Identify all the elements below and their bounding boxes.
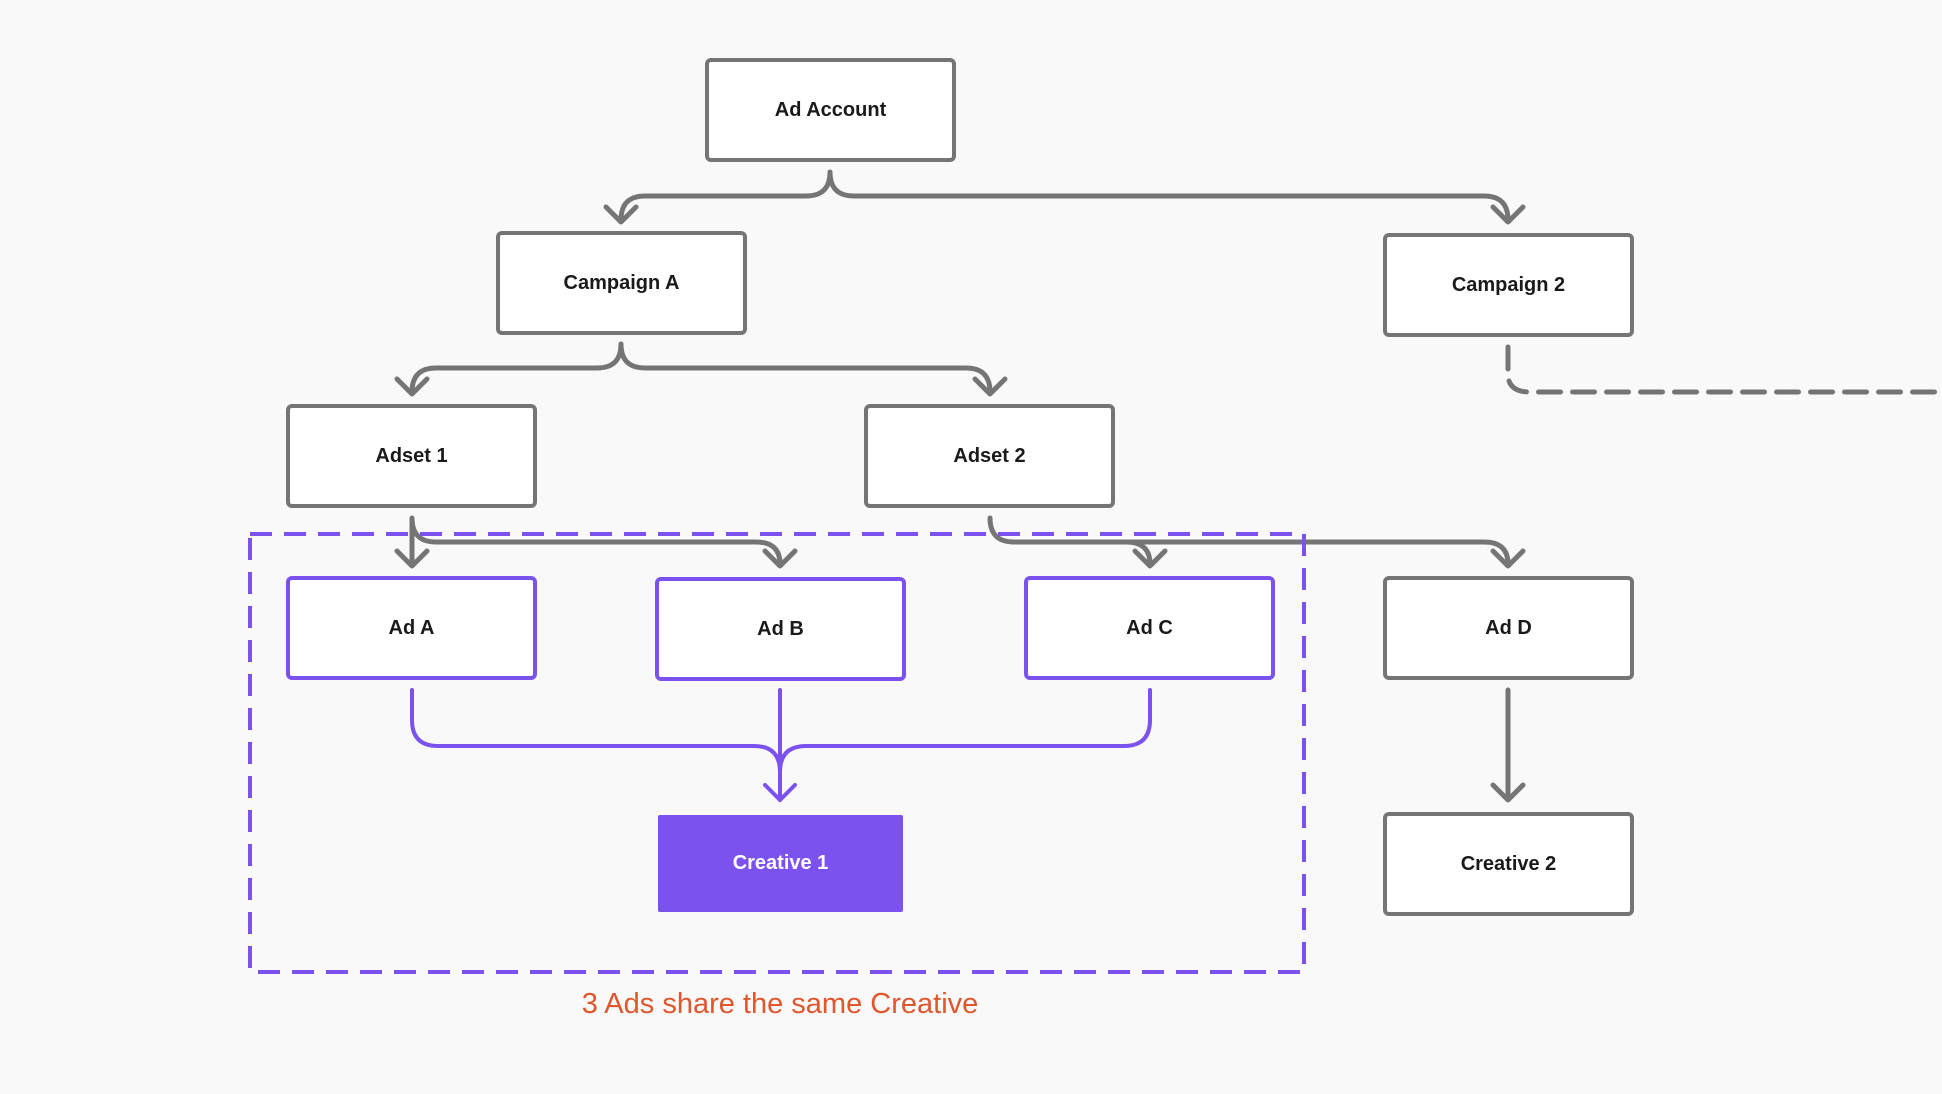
adset-2-node: Adset 2	[864, 404, 1115, 508]
ad-c-node: Ad C	[1024, 576, 1275, 680]
edge-adset-1-to-ads	[409, 515, 783, 567]
campaign-2-node: Campaign 2	[1383, 233, 1634, 337]
shared-creative-group-outline	[248, 532, 1306, 974]
creative-1-node: Creative 1	[658, 815, 903, 912]
arrowhead-campaign-a	[603, 204, 639, 225]
adset-1-node: Adset 1	[286, 404, 537, 508]
ad-account-node: Ad Account	[705, 58, 956, 162]
edge-campaign-2-continuation	[1505, 344, 1942, 395]
ad-a-node: Ad A	[286, 576, 537, 680]
edge-campaign-a-to-adsets	[409, 341, 993, 395]
ad-d-node: Ad D	[1383, 576, 1634, 680]
edge-ads-to-creative-1	[410, 688, 1152, 802]
arrowhead-adset-1	[394, 376, 430, 397]
edge-account-to-campaigns	[618, 169, 1511, 223]
creative-2-node: Creative 2	[1383, 812, 1634, 916]
arrowhead-ad-a	[394, 548, 430, 569]
arrowhead-creative-1	[763, 783, 797, 802]
arrowhead-ad-c	[1132, 548, 1168, 569]
arrowhead-creative-2	[1490, 782, 1526, 803]
arrowhead-ad-b	[762, 548, 798, 569]
ad-b-node: Ad B	[655, 577, 906, 681]
arrowhead-ad-d	[1490, 548, 1526, 569]
arrowhead-campaign-2	[1490, 204, 1526, 225]
arrowhead-adset-2	[972, 376, 1008, 397]
shared-creative-caption: 3 Ads share the same Creative	[581, 988, 979, 1020]
edge-adset-2-to-ads	[987, 515, 1511, 567]
campaign-a-node: Campaign A	[496, 231, 747, 335]
